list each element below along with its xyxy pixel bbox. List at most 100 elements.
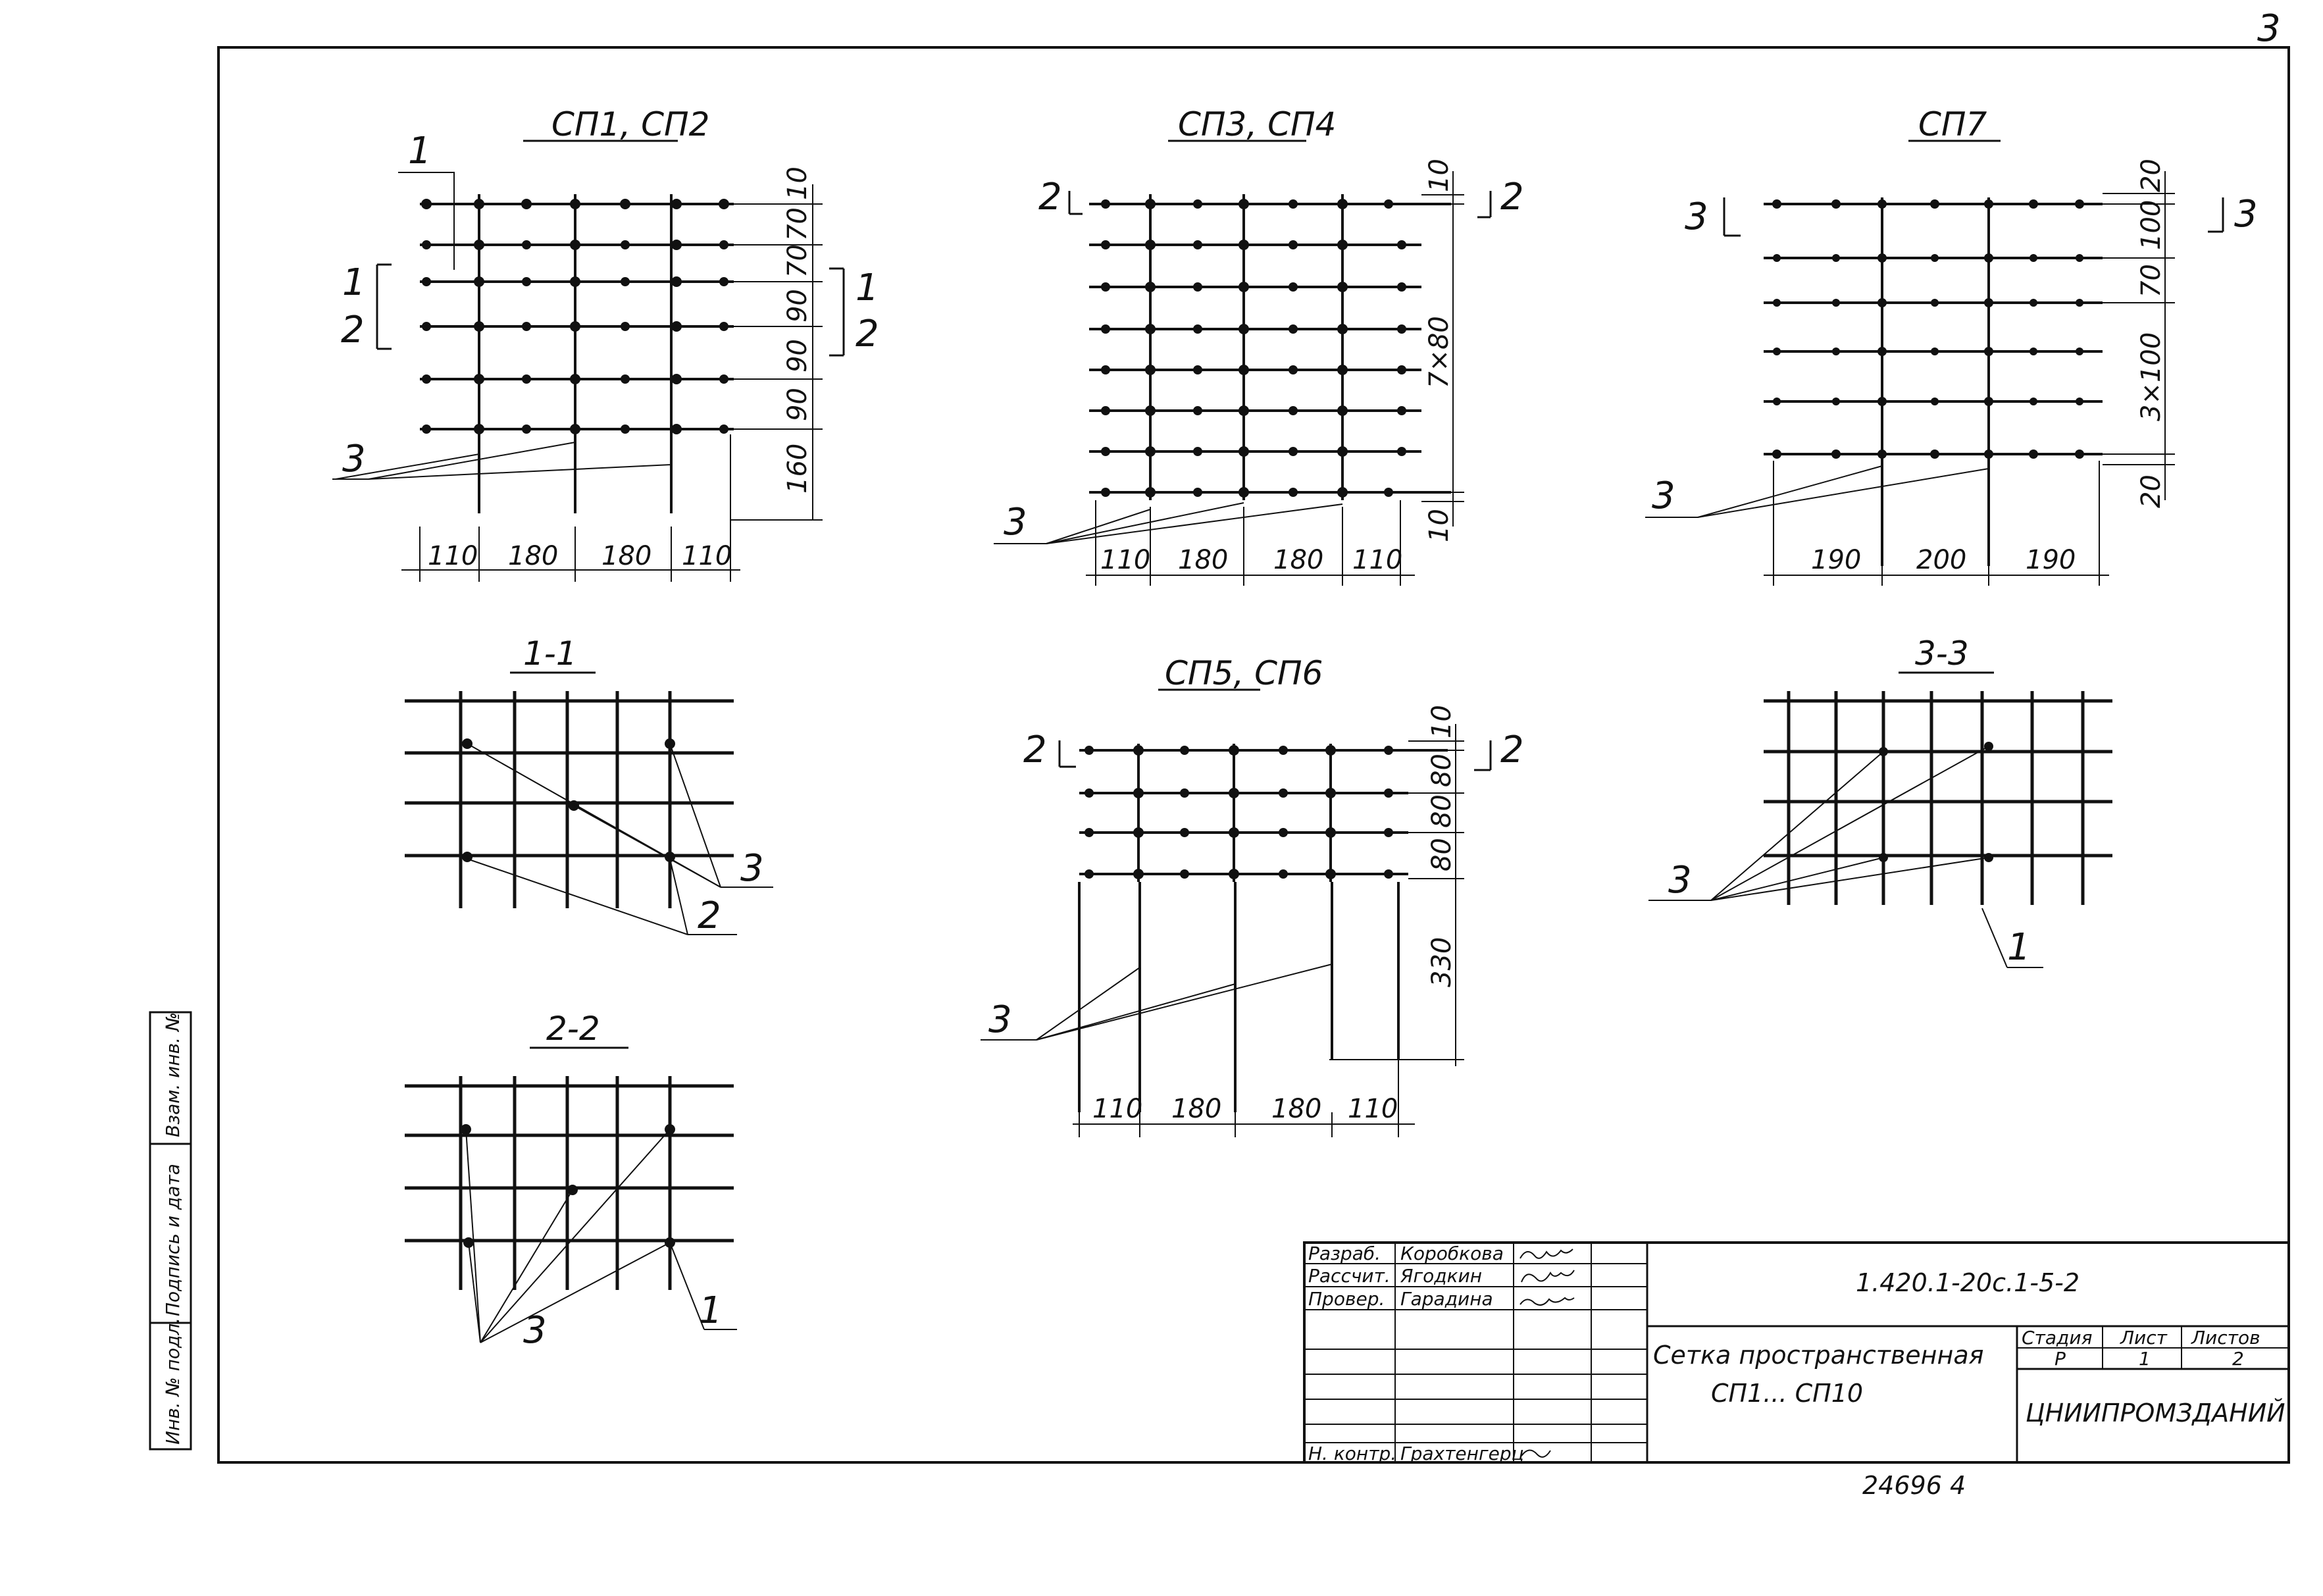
tb-stage-value: Р	[2055, 1348, 2066, 1370]
dim-sp1-r3: 70	[782, 244, 813, 278]
mesh-sp7	[1764, 197, 2103, 566]
leaders-1-1	[467, 743, 773, 935]
cut-label-sp3-right: 2	[1500, 176, 1524, 219]
stamp-signature-date: Подпись и дата	[162, 1164, 184, 1316]
view-title-sp1-sp2: СП1, СП2	[551, 105, 709, 143]
callout-section-sp1-sp2: 3	[342, 438, 366, 480]
leaders-sp1-sp2	[332, 172, 672, 480]
dim-sp5-r4: 80	[1427, 838, 1457, 871]
tb-role-2: Рассчит.	[1308, 1265, 1391, 1287]
cut-label-sp7-right: 3	[2234, 193, 2258, 236]
dim-sp5-b1: 110	[1092, 1094, 1142, 1124]
tb-name-1: Коробкова	[1400, 1243, 1504, 1264]
dim-sp7-r1: 20	[2136, 159, 2166, 192]
dimline-bottom-sp5-sp6	[1073, 1060, 1415, 1137]
dim-sp5-r3: 80	[1427, 794, 1457, 828]
dim-sp5-r1: 10	[1427, 705, 1457, 738]
callout-2-2-a: 3	[523, 1309, 547, 1352]
cut-label-top-left: 1	[342, 261, 366, 304]
footer-number: 24696 4	[1862, 1471, 1966, 1500]
grid-2-2	[405, 1076, 734, 1290]
dimline-bottom-sp1-sp2	[401, 434, 740, 582]
section-3-3: 3-3 3 1	[1648, 634, 2112, 969]
dim-sp7-b1: 190	[1811, 545, 1861, 575]
dim-sp1-b1: 110	[428, 541, 478, 571]
rod-dots-sp1-sp2	[421, 199, 729, 434]
view-sp7: СП7 3	[1645, 105, 2258, 586]
tb-sheets-label: Листов	[2191, 1327, 2260, 1349]
dim-sp3-r1: 10	[1424, 159, 1454, 192]
mesh-sp5-sp6	[1078, 744, 1448, 1112]
grid-1-1	[405, 691, 734, 908]
page-number: 3	[2257, 7, 2281, 50]
view-title-sp3-sp4: СП3, СП4	[1178, 105, 1336, 143]
cut-marks-sp7	[1723, 197, 2224, 237]
dim-sp3-b1: 110	[1100, 545, 1150, 575]
dim-sp7-b3: 190	[2026, 545, 2076, 575]
tb-document-code: 1.420.1-20с.1-5-2	[1856, 1268, 2080, 1297]
tb-stage-label: Стадия	[2022, 1327, 2092, 1349]
dim-sp3-r3: 10	[1424, 509, 1454, 542]
tb-name-2: Ягодкин	[1400, 1265, 1482, 1287]
dim-sp1-b3: 180	[601, 541, 651, 571]
dim-sp3-b4: 110	[1352, 545, 1402, 575]
side-stamp: Инв. № подл. Подпись и дата Взам. инв. №	[149, 1011, 192, 1451]
section-2-2: 2-2 3 1	[405, 1010, 737, 1352]
dimline-bottom-sp7	[1764, 461, 2109, 586]
tb-role-7: Н. контр.	[1308, 1443, 1396, 1464]
dim-sp5-b2: 180	[1171, 1094, 1221, 1124]
cut-label-top-right: 1	[855, 267, 879, 309]
callout-2-2-b: 1	[699, 1289, 723, 1332]
view-title-sp7: СП7	[1918, 105, 1987, 143]
cut-label-bottom-left: 2	[341, 309, 365, 351]
stamp-replace-inv: Взам. инв. №	[162, 1012, 184, 1137]
view-sp1-sp2: СП1, СП2 1 3	[332, 105, 879, 582]
view-sp5-sp6: СП5, СП6 3	[981, 654, 1524, 1137]
dim-sp7-r5: 20	[2136, 475, 2166, 508]
dim-sp7-r2: 100	[2136, 200, 2166, 250]
dim-sp7-r3: 70	[2136, 264, 2166, 297]
tb-name-3: Гарадина	[1400, 1288, 1493, 1310]
callout-3-3-a: 3	[1668, 859, 1692, 902]
dim-sp7-r4: 3×100	[2136, 332, 2166, 421]
dimline-right-sp5-sp6	[1329, 724, 1464, 1066]
grid-3-3	[1764, 691, 2112, 905]
cut-label-sp7-left: 3	[1685, 195, 1708, 238]
dim-sp5-r5: 330	[1427, 937, 1457, 987]
callout-section-sp3-sp4: 3	[1004, 501, 1027, 544]
tb-sheet-value: 1	[2139, 1348, 2151, 1370]
rod-dots-sp3-sp4	[1101, 199, 1406, 498]
dimline-right-sp3-sp4	[1421, 171, 1464, 527]
dim-sp1-r6: 90	[782, 388, 813, 421]
tb-sheet-label: Лист	[2120, 1327, 2168, 1349]
dim-sp1-r2: 70	[782, 207, 813, 241]
dimline-bottom-sp3-sp4	[1086, 500, 1415, 586]
cut-marks-sp3-sp4	[1068, 191, 1492, 219]
dim-sp3-r2: 7×80	[1424, 316, 1454, 388]
dim-sp1-r5: 90	[782, 339, 813, 373]
view-title-sp5-sp6: СП5, СП6	[1165, 654, 1323, 692]
rod-dots-sp7	[1772, 199, 2084, 459]
section-title-2-2: 2-2	[546, 1010, 600, 1048]
tb-role-1: Разраб.	[1308, 1243, 1381, 1264]
tb-description-2: СП1... СП10	[1711, 1379, 1863, 1408]
tb-organization: ЦНИИПРОМЗДАНИЙ	[2026, 1399, 2285, 1428]
cut-label-sp3-left: 2	[1038, 176, 1062, 219]
dimline-right-sp1-sp2	[730, 184, 823, 521]
dim-sp3-b2: 180	[1178, 545, 1228, 575]
leaders-sp7	[1645, 465, 1989, 518]
title-block: Разраб. Коробкова Рассчит. Ягодкин Прове…	[1303, 1241, 2290, 1464]
callout-1-1-a: 3	[740, 847, 764, 890]
signatures	[1519, 1248, 1575, 1458]
rod-dots-sp5-sp6	[1085, 745, 1393, 879]
leaders-sp3-sp4	[994, 502, 1343, 544]
view-sp3-sp4: СП3, СП4	[994, 105, 1524, 586]
dim-sp1-r4: 90	[782, 289, 813, 322]
dim-sp1-b2: 180	[508, 541, 558, 571]
callout-section-sp5-sp6: 3	[988, 998, 1012, 1041]
leaders-2-2	[465, 1129, 737, 1343]
section-title-1-1: 1-1	[523, 634, 577, 673]
section-title-3-3: 3-3	[1915, 634, 1969, 673]
callout-3-3-b: 1	[2007, 926, 2031, 969]
